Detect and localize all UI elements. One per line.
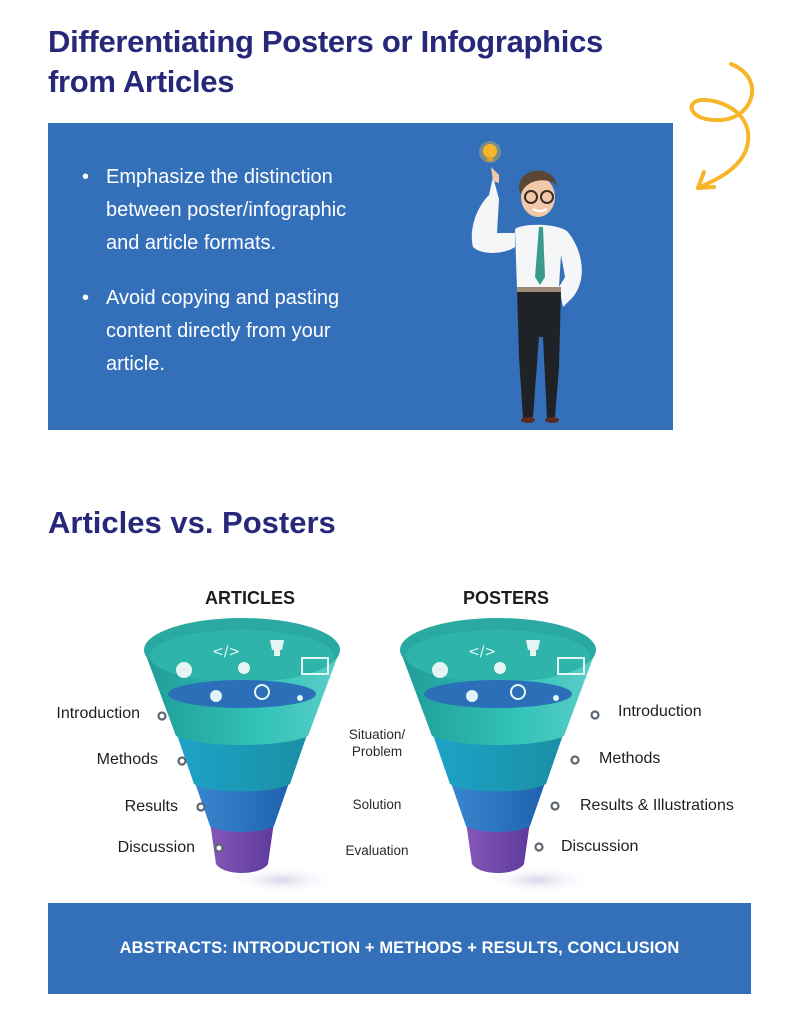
- abstracts-banner-text: ABSTRACTS: INTRODUCTION + METHODS + RESU…: [119, 939, 680, 957]
- man-with-idea-illustration: [471, 141, 582, 423]
- articles-funnel: </>: [144, 618, 340, 894]
- page-title: Differentiating Posters or Infographics …: [48, 22, 728, 102]
- svg-text:</>: </>: [212, 644, 240, 660]
- posters-label-results-illustrations: Results & Illustrations: [580, 797, 734, 814]
- posters-heading: POSTERS: [462, 588, 550, 608]
- articles-label-discussion: Discussion: [117, 839, 195, 856]
- funnel-icons: </>: [432, 640, 585, 702]
- section-title: Articles vs. Posters: [48, 505, 336, 540]
- abstracts-banner: ABSTRACTS: INTRODUCTION + METHODS + RESU…: [48, 903, 751, 994]
- middle-label-situation-problem: Situation/ Problem: [348, 727, 406, 759]
- articles-label-introduction: Introduction: [56, 705, 140, 722]
- posters-label-methods: Methods: [599, 750, 661, 767]
- middle-label-evaluation: Evaluation: [345, 843, 409, 858]
- tips-list: • Emphasize the distinction between post…: [76, 161, 421, 403]
- posters-label-introduction: Introduction: [618, 703, 702, 720]
- lightbulb-icon: [479, 141, 501, 163]
- funnel-icons: </>: [176, 640, 329, 702]
- articles-heading: ARTICLES: [205, 588, 295, 608]
- posters-funnel: </>: [400, 618, 596, 894]
- svg-text:</>: </>: [468, 644, 496, 660]
- tips-panel: • Emphasize the distinction between post…: [48, 123, 673, 430]
- articles-label-results: Results: [124, 798, 178, 815]
- middle-label-solution: Solution: [352, 797, 402, 812]
- tip-item: • Avoid copying and pasting content dire…: [76, 282, 421, 381]
- articles-label-methods: Methods: [96, 751, 158, 768]
- tip-item: • Emphasize the distinction between post…: [76, 161, 421, 260]
- curly-arrow-icon: [689, 62, 755, 190]
- bullet-icon: •: [82, 166, 90, 188]
- bullet-icon: •: [82, 287, 90, 309]
- page-title-line-2: from Articles: [48, 64, 235, 99]
- posters-label-discussion: Discussion: [561, 838, 639, 855]
- page-title-line-1: Differentiating Posters or Infographics: [48, 24, 603, 59]
